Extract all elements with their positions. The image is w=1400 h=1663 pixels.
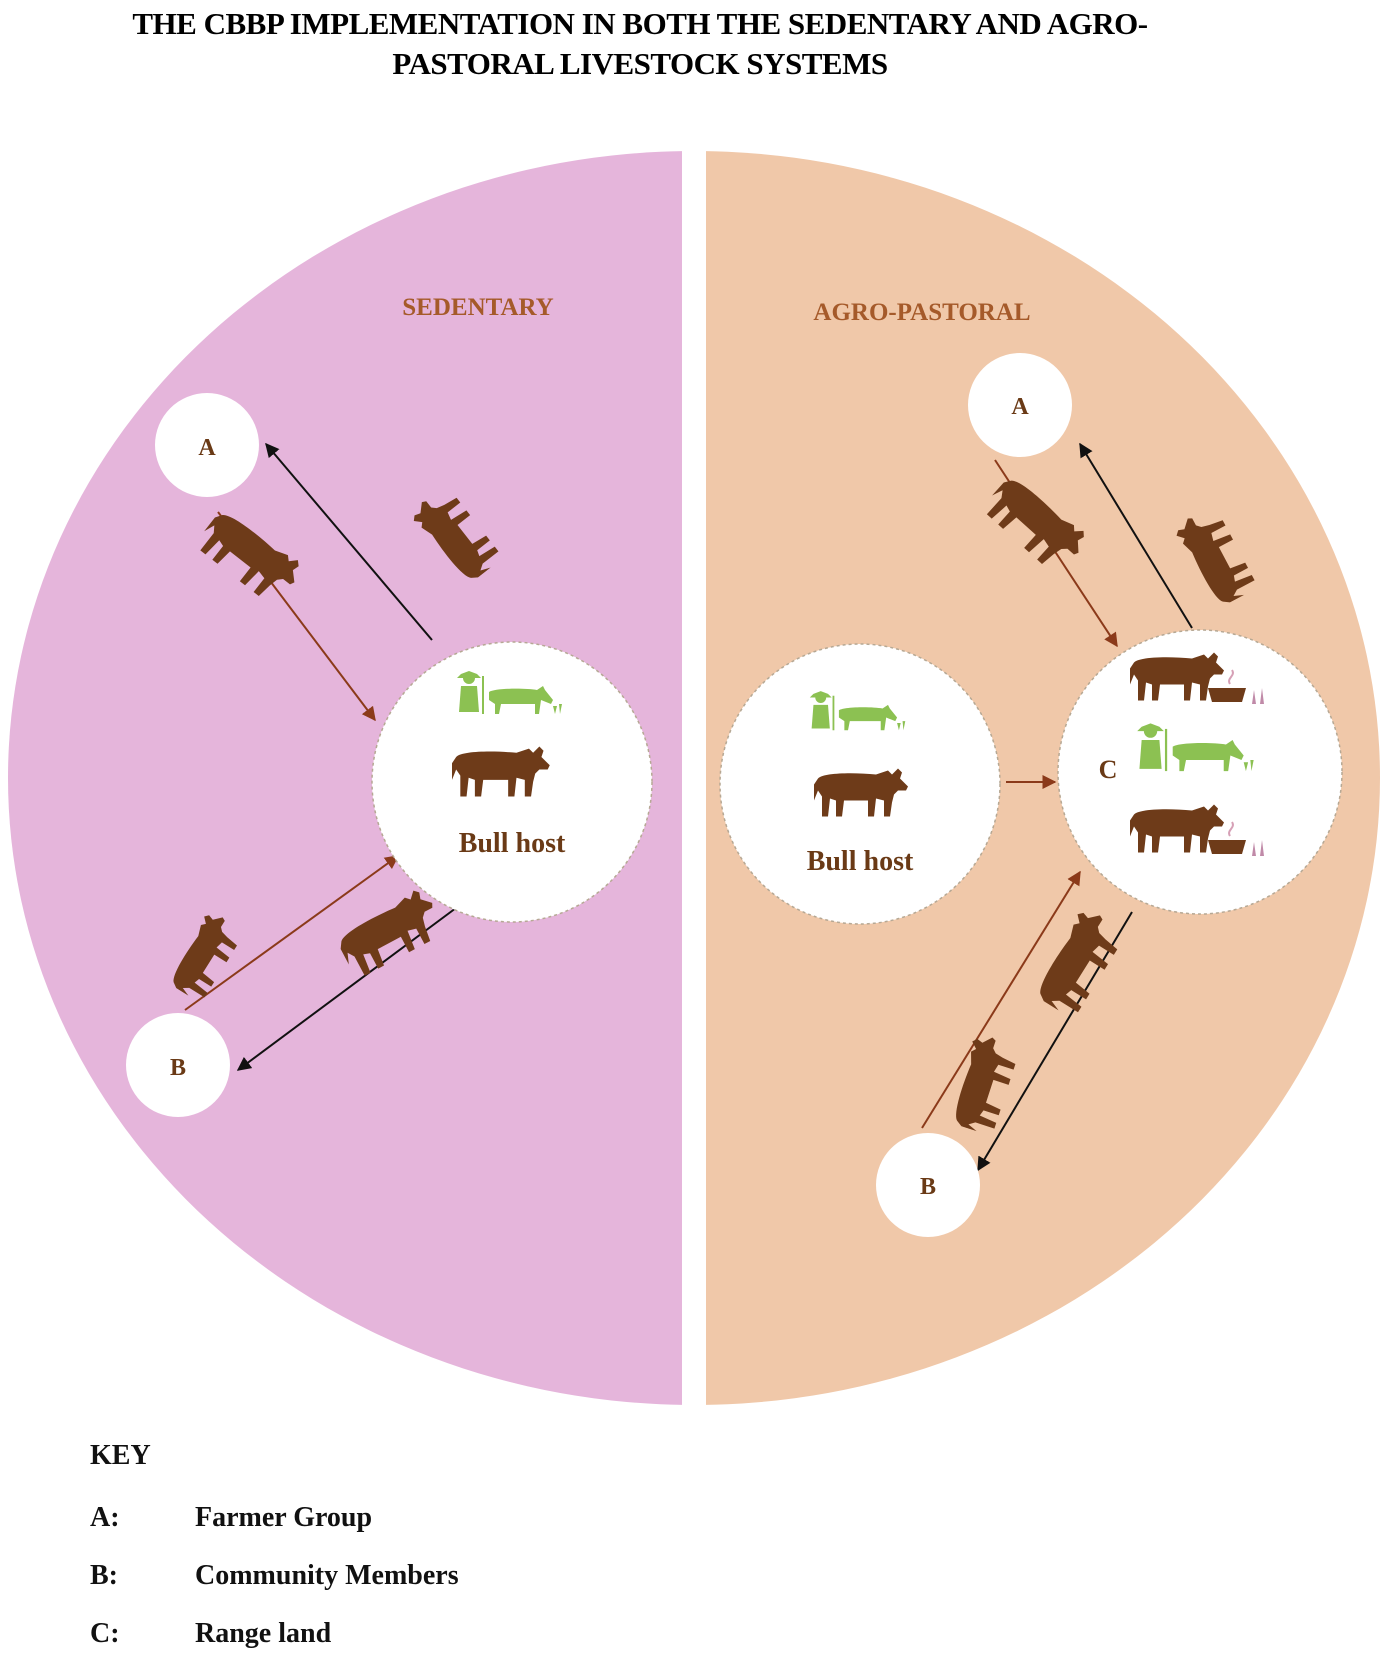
agro-hub-label: Bull host xyxy=(807,846,914,877)
sedentary-node-a-label: A xyxy=(198,435,216,461)
key-code: B: xyxy=(90,1560,118,1591)
key-item: B: Community Members xyxy=(90,1560,459,1592)
key-code: A: xyxy=(90,1502,120,1533)
title-line-1: THE CBBP IMPLEMENTATION IN BOTH THE SEDE… xyxy=(132,6,1148,41)
agro-node-a xyxy=(968,353,1072,457)
sedentary-hub-label: Bull host xyxy=(459,828,566,859)
agro-node-b-label: B xyxy=(920,1174,936,1200)
agro-arrow-c-to-a xyxy=(1079,442,1193,629)
sedentary-label: SEDENTARY xyxy=(402,294,553,321)
key-meaning: Community Members xyxy=(195,1560,459,1591)
agro-pastoral-label: AGRO-PASTORAL xyxy=(813,299,1030,326)
figure-title: THE CBBP IMPLEMENTATION IN BOTH THE SEDE… xyxy=(0,4,1280,84)
sedentary-arrow-host-to-a xyxy=(265,442,433,641)
agro-node-b xyxy=(876,1133,980,1237)
sedentary-node-b-label: B xyxy=(170,1055,186,1081)
agro-arrow-b-to-c xyxy=(921,870,1081,1129)
sedentary-arrow-b-to-host xyxy=(184,855,400,1011)
agro-node-c-label: C xyxy=(1099,755,1118,784)
key-meaning: Range land xyxy=(195,1618,332,1649)
key-item: A: Farmer Group xyxy=(90,1502,372,1534)
key-meaning: Farmer Group xyxy=(195,1502,373,1533)
sedentary-node-a xyxy=(155,393,259,497)
key-code: C: xyxy=(90,1618,120,1649)
key-item: C: Range land xyxy=(90,1618,331,1650)
agro-node-c xyxy=(1057,629,1343,915)
agro-node-a-label: A xyxy=(1011,394,1029,420)
key-heading: KEY xyxy=(90,1440,151,1471)
agro-arrow-c-to-b xyxy=(977,911,1133,1172)
title-line-2: PASTORAL LIVESTOCK SYSTEMS xyxy=(392,46,888,81)
sedentary-node-b xyxy=(126,1013,230,1117)
